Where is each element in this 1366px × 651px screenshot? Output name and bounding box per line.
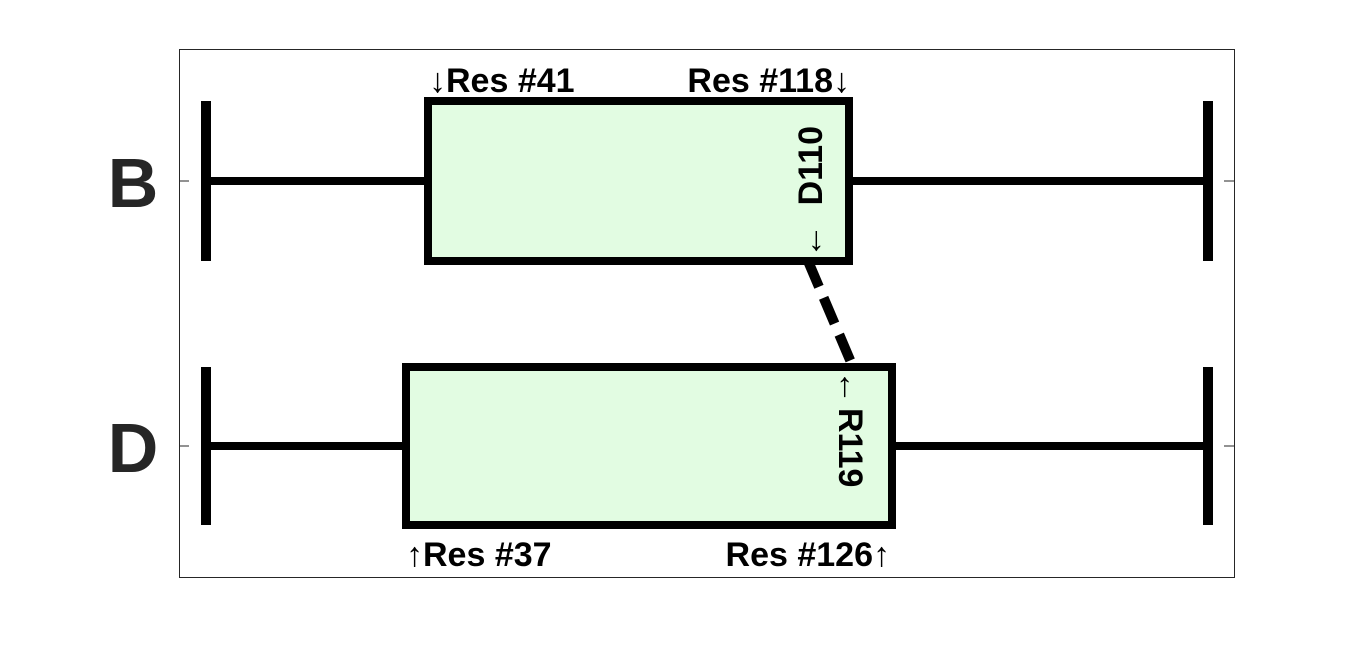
chain-B-site-label: D110	[792, 126, 830, 205]
chain-D-site-arrow: ←	[831, 370, 869, 404]
chain-label-D: D	[108, 409, 159, 487]
chain-D-start-label: ↑Res #37	[406, 536, 552, 574]
chain-B-site-arrow: ←	[792, 224, 830, 258]
plot-frame	[179, 49, 1235, 578]
chain-B-end-label: Res #118↓	[687, 62, 850, 100]
chain-D-end-label: Res #126↑	[726, 536, 890, 574]
interaction-connector-dashed	[803, 259, 858, 369]
chain-label-B: B	[108, 144, 159, 222]
chain-B-group: ↓Res #41 Res #118↓ D110 ←	[201, 62, 1213, 265]
chain-D-group: ↑Res #37 Res #126↑ ← R119	[201, 363, 1213, 574]
chain-D-domain-box	[402, 363, 896, 529]
chain-B-start-label: ↓Res #41	[429, 62, 575, 100]
chain-D-site-label: R119	[831, 408, 869, 487]
chain-B-domain-box	[424, 97, 853, 265]
